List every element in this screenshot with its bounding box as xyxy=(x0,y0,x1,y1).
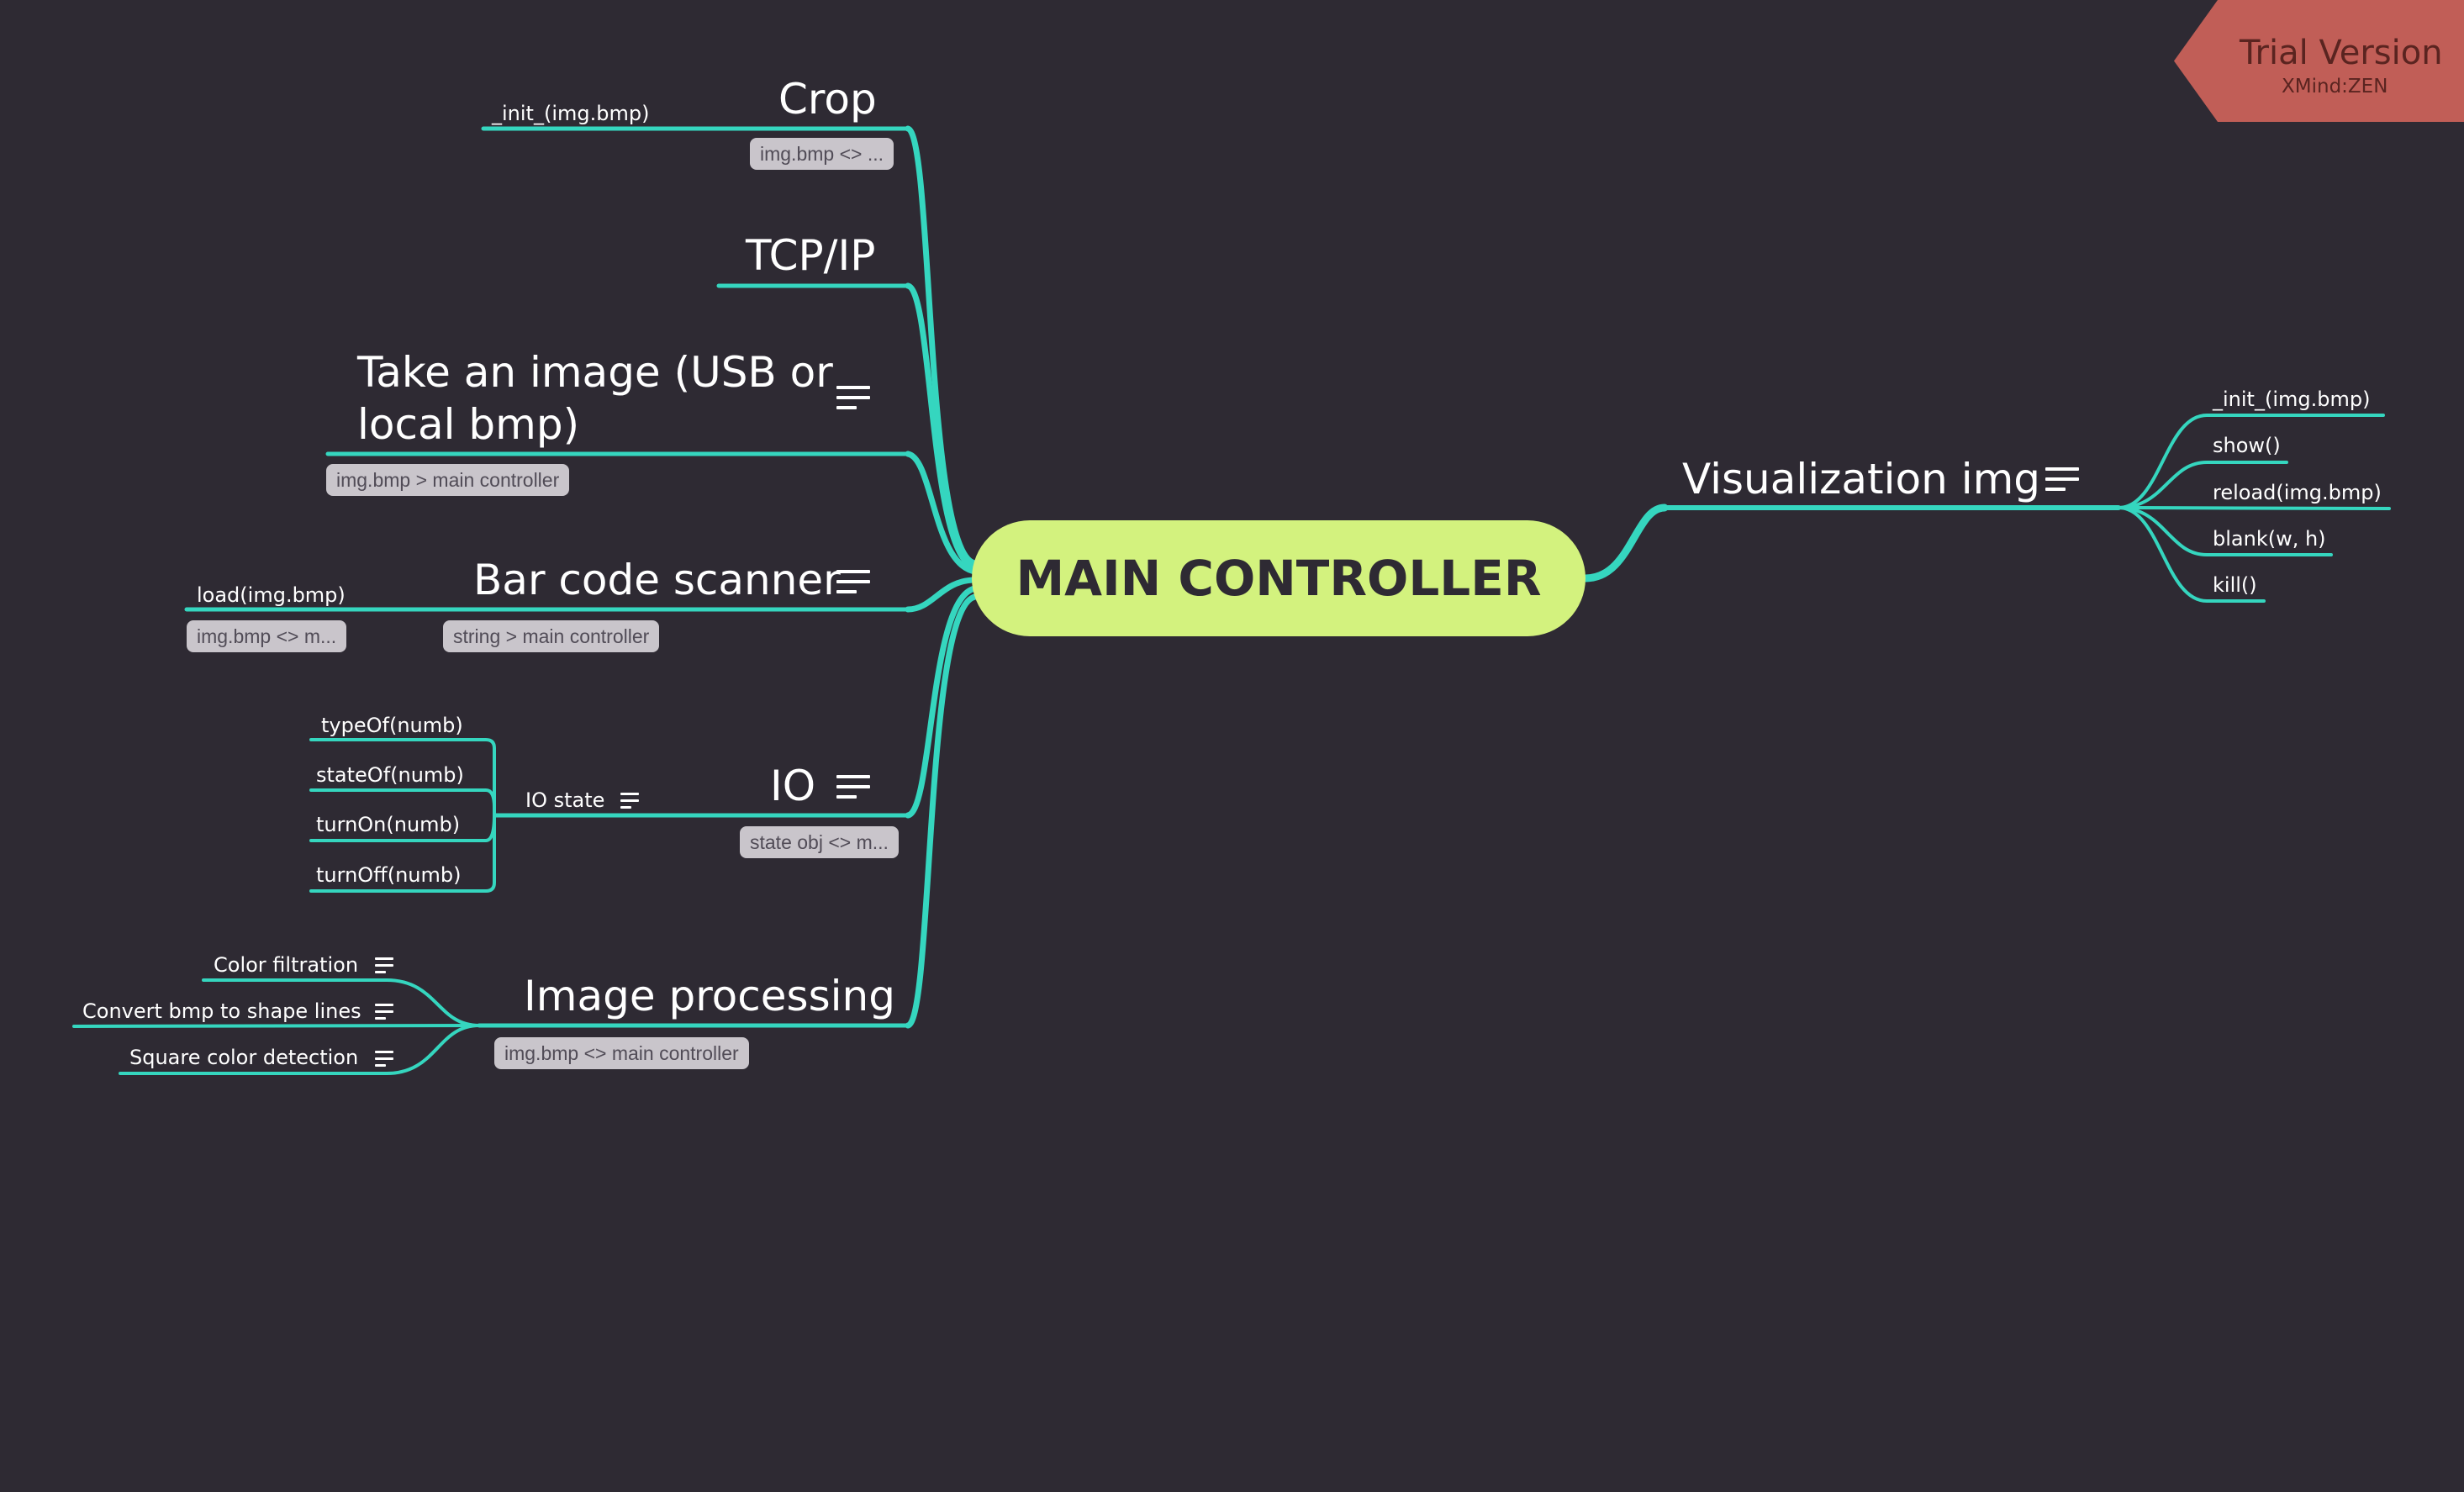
notes-icon[interactable] xyxy=(836,570,870,600)
connector-barcode xyxy=(905,577,979,613)
io-bracket xyxy=(309,738,498,817)
vis-child-1 xyxy=(2117,414,2385,509)
barcode-note[interactable]: string > main controller xyxy=(443,620,660,652)
notes-icon[interactable] xyxy=(836,775,870,805)
topic-image-processing[interactable]: Image processing xyxy=(524,972,895,1020)
connector-crop xyxy=(905,125,979,567)
io-child-turnoff[interactable]: turnOff(numb) xyxy=(316,863,462,887)
io-child-typeof[interactable]: typeOf(numb) xyxy=(321,714,463,737)
crop-child-init[interactable]: _init_(img.bmp) xyxy=(492,102,650,125)
connector-image-processing xyxy=(905,593,979,1029)
barcode-child-load[interactable]: load(img.bmp) xyxy=(197,583,346,607)
io-state[interactable]: IO state xyxy=(525,788,605,812)
notes-icon[interactable] xyxy=(375,1051,393,1071)
ip-child-convert[interactable]: Convert bmp to shape lines xyxy=(82,999,361,1023)
topic-take-image-line2[interactable]: local bmp) xyxy=(357,400,580,449)
topic-tcpip[interactable]: TCP/IP xyxy=(746,231,876,280)
vis-child-3 xyxy=(2117,506,2391,510)
notes-icon[interactable] xyxy=(836,386,870,416)
topic-io[interactable]: IO xyxy=(770,762,816,810)
ip-connector-2 xyxy=(72,1024,481,1028)
connector-visualization xyxy=(1581,503,1669,583)
vis-child-reload[interactable]: reload(img.bmp) xyxy=(2213,481,2382,504)
connector-tcpip xyxy=(905,282,979,571)
topic-visualization[interactable]: Visualization img xyxy=(1682,455,2041,503)
crop-note[interactable]: img.bmp <> ... xyxy=(750,138,894,170)
connector-io xyxy=(905,585,979,819)
io-child-stateof[interactable]: stateOf(numb) xyxy=(316,763,464,787)
topic-crop[interactable]: Crop xyxy=(778,75,877,124)
notes-icon[interactable] xyxy=(2045,467,2079,498)
vis-child-blank[interactable]: blank(w, h) xyxy=(2213,527,2326,551)
vis-child-kill[interactable]: kill() xyxy=(2213,573,2257,597)
vis-child-init[interactable]: _init_(img.bmp) xyxy=(2213,387,2371,411)
trial-title: Trial Version xyxy=(2240,34,2443,72)
ip-child-color-filtration[interactable]: Color filtration xyxy=(214,953,359,977)
ip-connector-3 xyxy=(119,1024,481,1075)
vis-child-4 xyxy=(2117,506,2333,556)
take-image-note[interactable]: img.bmp > main controller xyxy=(326,464,570,496)
image-processing-note[interactable]: img.bmp <> main controller xyxy=(494,1037,749,1069)
topic-barcode[interactable]: Bar code scanner xyxy=(473,556,841,604)
notes-icon[interactable] xyxy=(620,793,639,813)
trial-subtitle: XMind:ZEN xyxy=(2282,76,2388,98)
io-note[interactable]: state obj <> m... xyxy=(740,826,899,858)
vis-child-2 xyxy=(2117,461,2288,509)
io-child-turnon[interactable]: turnOn(numb) xyxy=(316,813,461,836)
central-topic[interactable]: MAIN CONTROLLER xyxy=(972,520,1586,636)
ip-child-square[interactable]: Square color detection xyxy=(129,1046,359,1069)
vis-child-show[interactable]: show() xyxy=(2213,434,2281,457)
notes-icon[interactable] xyxy=(375,1004,393,1024)
trial-version-badge: Trial Version XMind:ZEN xyxy=(2174,0,2464,122)
vis-child-5 xyxy=(2117,506,2266,603)
notes-icon[interactable] xyxy=(375,957,393,978)
ip-connector-1 xyxy=(202,978,481,1027)
connector-take-image xyxy=(905,451,979,575)
barcode-child-note[interactable]: img.bmp <> m... xyxy=(187,620,347,652)
topic-take-image-line1[interactable]: Take an image (USB or xyxy=(357,348,833,397)
